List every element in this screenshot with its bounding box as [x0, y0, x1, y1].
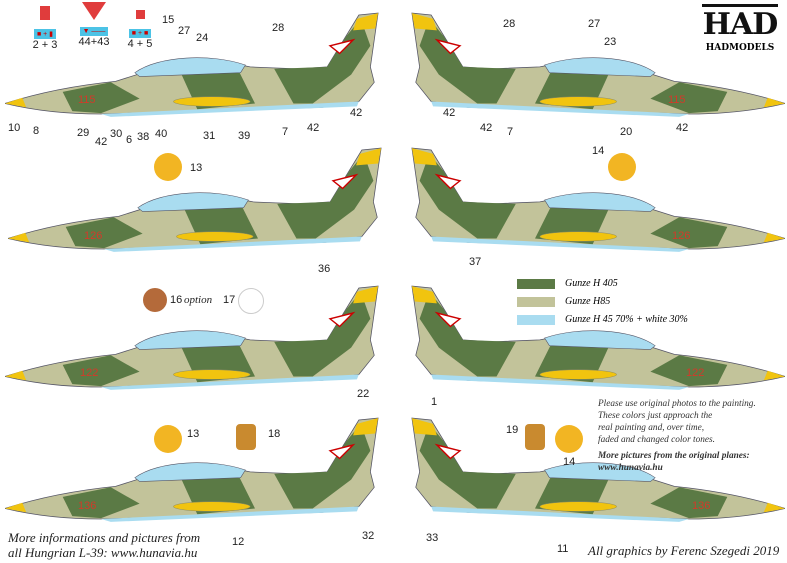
callout-number: 38 [137, 131, 150, 143]
tiger-badge-18 [236, 424, 256, 450]
callout-number: 1 [431, 396, 438, 408]
callout-number: 37 [469, 256, 482, 268]
squadron-badge-13 [154, 153, 182, 181]
legend-item: Gunze H 405 [517, 278, 618, 289]
callout-number: 8 [33, 125, 40, 137]
painting-note: Please use original photos to the painti… [598, 398, 756, 474]
footer-line: all Hungrian L-39: www.hunavia.hu [8, 545, 198, 560]
callout-number: 7 [282, 126, 289, 138]
note-url[interactable]: www.hunavia.hu [598, 463, 663, 473]
callout-number: 11 [557, 543, 569, 555]
decal-set: ▼ ——44+43 [72, 2, 116, 48]
decal-label: 2 + 3 [32, 39, 58, 51]
logo-name: HADMODELS [705, 43, 775, 53]
callout-number: 10 [8, 122, 21, 134]
callout-number: 32 [362, 530, 375, 542]
decal-set: ■ + ▮2 + 3 [24, 6, 66, 51]
footer-credit: All graphics by Ferenc Szegedi 2019 [588, 543, 780, 558]
decal-swatch [40, 6, 50, 20]
note-line: Please use original photos to the painti… [598, 399, 756, 409]
callout-number: 17 [223, 294, 236, 306]
callout-number: 30 [110, 128, 123, 140]
callout-number: 27 [178, 25, 191, 37]
serial-number: 126 [84, 230, 103, 242]
serial-number: 115 [668, 94, 686, 106]
serial-number: 136 [692, 500, 711, 512]
aircraft-profile-126-left [8, 140, 383, 260]
option-label: option [184, 294, 213, 306]
callout-number: 23 [604, 36, 617, 48]
callout-number: 15 [162, 14, 175, 26]
color-swatch [517, 278, 555, 289]
hadmodels-logo: HAD HADMODELS [702, 4, 778, 53]
decal-label: 44+43 [78, 36, 110, 48]
callout-number: 7 [507, 126, 514, 138]
callout-number: 22 [357, 388, 370, 400]
callout-number: 42 [95, 136, 108, 148]
callout-number: 42 [480, 122, 493, 134]
serial-number: 122 [686, 367, 705, 379]
callout-number: 24 [196, 32, 209, 44]
legend-item: Gunze H85 [517, 296, 610, 307]
legend-item: Gunze H 45 70% + white 30% [517, 314, 688, 325]
squadron-badge-16 [143, 288, 167, 312]
callout-number: 20 [620, 126, 633, 138]
callout-number: 42 [350, 107, 363, 119]
color-swatch [517, 314, 555, 325]
squadron-badge-14 [555, 425, 583, 453]
squadron-badge-17 [238, 288, 264, 314]
callout-number: 12 [232, 536, 245, 548]
note-line: These colors just approach the [598, 411, 713, 421]
squadron-badge-14 [608, 153, 636, 181]
callout-number: 6 [126, 134, 133, 146]
callout-number: 36 [318, 263, 331, 275]
decal-swatch [135, 10, 145, 19]
squadron-badge-13 [154, 425, 182, 453]
footer-line: More informations and pictures from [8, 530, 201, 545]
color-swatch [517, 296, 555, 307]
aircraft-profile-126-right [410, 140, 785, 260]
decal-label: 4 + 5 [127, 38, 153, 50]
decal-triangle [82, 2, 106, 20]
serial-number: 136 [78, 500, 97, 512]
callout-number: 31 [203, 130, 216, 142]
logo-mark: HAD [702, 4, 778, 43]
callout-number: 13 [187, 428, 200, 440]
decal-set: ■ + ■4 + 5 [122, 10, 158, 50]
serial-number: 122 [80, 367, 99, 379]
callout-number: 28 [272, 22, 285, 34]
legend-label: Gunze H85 [565, 296, 611, 307]
serial-number: 126 [672, 230, 691, 242]
legend-label: Gunze H 45 70% + white 30% [565, 314, 688, 325]
callout-number: 18 [268, 428, 281, 440]
callout-number: 14 [592, 145, 605, 157]
callout-number: 42 [307, 122, 320, 134]
legend-label: Gunze H 405 [565, 278, 618, 289]
callout-number: 42 [443, 107, 456, 119]
callout-number: 29 [77, 127, 90, 139]
note-line: real painting and, over time, [598, 423, 705, 433]
note-line: faded and changed color tones. [598, 435, 715, 445]
callout-number: 14 [563, 456, 576, 468]
callout-number: 13 [190, 162, 203, 174]
callout-number: 42 [676, 122, 689, 134]
callout-number: 28 [503, 18, 516, 30]
callout-number: 40 [155, 128, 168, 140]
callout-number: 19 [506, 424, 519, 436]
note-more-title: More pictures from the original planes: [598, 451, 750, 461]
callout-number: 16 [170, 294, 183, 306]
footer-info: More informations and pictures from all … [8, 530, 200, 560]
serial-number: 115 [78, 94, 96, 106]
tiger-badge-19 [525, 424, 545, 450]
callout-number: 39 [238, 130, 251, 142]
callout-number: 33 [426, 532, 439, 544]
callout-number: 27 [588, 18, 601, 30]
